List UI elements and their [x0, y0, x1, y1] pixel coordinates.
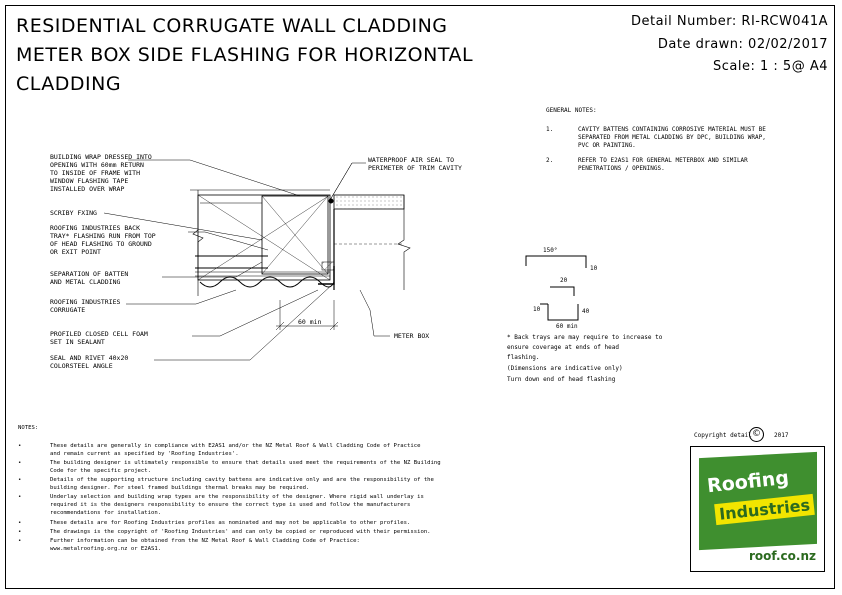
dimension-60-min: [275, 300, 339, 331]
label-dim-60: 60 min: [298, 318, 322, 326]
profile-dim-40: 40: [582, 308, 590, 315]
general-note-1-line-3: PVC OR PAINTING.: [578, 142, 636, 149]
leader-lines: [103, 159, 390, 361]
note-bullet: •: [18, 477, 22, 483]
logo-url: roof.co.nz: [749, 549, 816, 563]
note-7-line-2: www.metalroofing.org.nz or E2AS1.: [50, 546, 162, 552]
general-note-2-num: 2.: [546, 157, 554, 164]
copyright-text: Copyright detail: [694, 432, 752, 439]
general-note-1-line-1: CAVITY BATTENS CONTAINING CORROSIVE MATE…: [578, 126, 766, 133]
general-note-2-line-1: REFER TO E2AS1 FOR GENERAL METERBOX AND …: [578, 157, 748, 164]
general-note-2-line-2: PENETRATIONS / OPENINGS.: [578, 165, 665, 172]
label-back-tray-1: ROOFING INDUSTRIES BACK: [50, 224, 141, 232]
profile-note-3: flashing.: [507, 354, 540, 361]
note-bullet: •: [18, 494, 22, 500]
framing-stud: [197, 194, 331, 281]
label-corrugate-2: CORRUGATE: [50, 306, 86, 314]
profile-angle: 150°: [543, 247, 558, 254]
meter-box-top: [333, 194, 405, 210]
profile-dim-10b: 10: [533, 306, 541, 313]
date-drawn: Date drawn: 02/02/2017: [657, 37, 828, 52]
cavity-batten: [261, 195, 329, 275]
label-separation-1: SEPARATION OF BATTEN: [50, 270, 129, 278]
label-building-wrap-3: TO INSIDE OF FRAME WITH: [50, 169, 141, 177]
label-building-wrap-4: WINDOW FLASHING TAPE: [50, 177, 129, 185]
profile-dim-60: 60 min: [556, 323, 578, 330]
roofing-industries-logo: Roofing Industries roof.co.nz: [690, 446, 825, 572]
note-bullet: •: [18, 443, 22, 449]
label-building-wrap-1: BUILDING WRAP DRESSED INTO: [50, 153, 152, 161]
note-3-line-1: Details of the supporting structure incl…: [50, 477, 434, 483]
label-waterproof-seal-1: WATERPROOF AIR SEAL TO: [368, 156, 455, 164]
note-5-line-1: These details are for Roofing Industries…: [50, 520, 411, 526]
label-foam-2: SET IN SEALANT: [50, 338, 105, 346]
note-bullet: •: [18, 529, 22, 535]
note-4-line-3: recommendations for installation.: [50, 510, 162, 516]
profile-note-4: (Dimensions are indicative only): [507, 365, 623, 372]
flashing-profile-sketch: [525, 255, 587, 321]
general-note-1-num: 1.: [546, 126, 554, 133]
note-1-line-1: These details are generally in complianc…: [50, 443, 421, 449]
notes-heading: NOTES:: [18, 425, 39, 431]
corrugate-profile: [199, 276, 335, 288]
label-foam-1: PROFILED CLOSED CELL FOAM: [50, 330, 148, 338]
note-1-line-2: and remain current as specified by 'Roof…: [50, 451, 239, 457]
colorsteel-angle: [318, 266, 335, 285]
label-seal-rivet-2: COLORSTEEL ANGLE: [50, 362, 113, 370]
label-separation-2: AND METAL CLADDING: [50, 278, 121, 286]
label-building-wrap-5: INSTALLED OVER WRAP: [50, 185, 125, 193]
label-scriber-fixing: SCRIBY FXING: [50, 209, 97, 217]
profile-dim-10a: 10: [590, 265, 598, 272]
note-bullet: •: [18, 520, 22, 526]
profile-note-1: * Back trays are may require to increase…: [507, 334, 663, 341]
detail-number: Detail Number: RI-RCW041A: [630, 14, 828, 29]
label-meter-box: METER BOX: [394, 332, 430, 340]
general-note-1-line-2: SEPARATED FROM METAL CLADDING BY DPC, BU…: [578, 134, 766, 141]
profile-note-5: Turn down end of head flashing: [507, 376, 616, 383]
copyright-icon: ©: [749, 427, 764, 442]
general-notes-heading: GENERAL NOTES:: [546, 107, 597, 114]
copyright-year: 2017: [774, 432, 789, 439]
drawing-sheet: [5, 5, 835, 589]
note-bullet: •: [18, 460, 22, 466]
note-7-line-1: Further information can be obtained from…: [50, 538, 360, 544]
foam-seal: [321, 261, 335, 271]
label-back-tray-3: OF HEAD FLASHING TO GROUND: [50, 240, 152, 248]
note-2-line-1: The building designer is ultimately resp…: [50, 460, 441, 466]
profile-dim-20: 20: [560, 277, 568, 284]
note-4-line-1: Underlay selection and building wrap typ…: [50, 494, 424, 500]
title-line-3: CLADDING: [16, 73, 122, 95]
note-bullet: •: [18, 538, 22, 544]
note-2-line-2: Code for the specific project.: [50, 468, 152, 474]
profile-note-2: ensure coverage at ends of head: [507, 344, 619, 351]
label-waterproof-seal-2: PERIMETER OF TRIM CAVITY: [368, 164, 462, 172]
label-back-tray-4: OR EXIT POINT: [50, 248, 101, 256]
note-4-line-2: required it is the designers responsibil…: [50, 502, 411, 508]
note-3-line-2: building designer. For steel framed buil…: [50, 485, 310, 491]
label-corrugate-1: ROOFING INDUSTRIES: [50, 298, 121, 306]
note-6-line-1: The drawings is the copyright of 'Roofin…: [50, 529, 431, 535]
label-seal-rivet-1: SEAL AND RIVET 40x20: [50, 354, 129, 362]
scale: Scale: 1 : 5@ A4: [713, 59, 828, 74]
label-building-wrap-2: OPENING WITH 60mm RETURN: [50, 161, 144, 169]
label-back-tray-2: TRAY* FLASHING RUN FROM TOP: [50, 232, 156, 240]
title-line-2: METER BOX SIDE FLASHING FOR HORIZONTAL: [16, 44, 474, 66]
title-line-1: RESIDENTIAL CORRUGATE WALL CLADDING: [16, 15, 448, 37]
